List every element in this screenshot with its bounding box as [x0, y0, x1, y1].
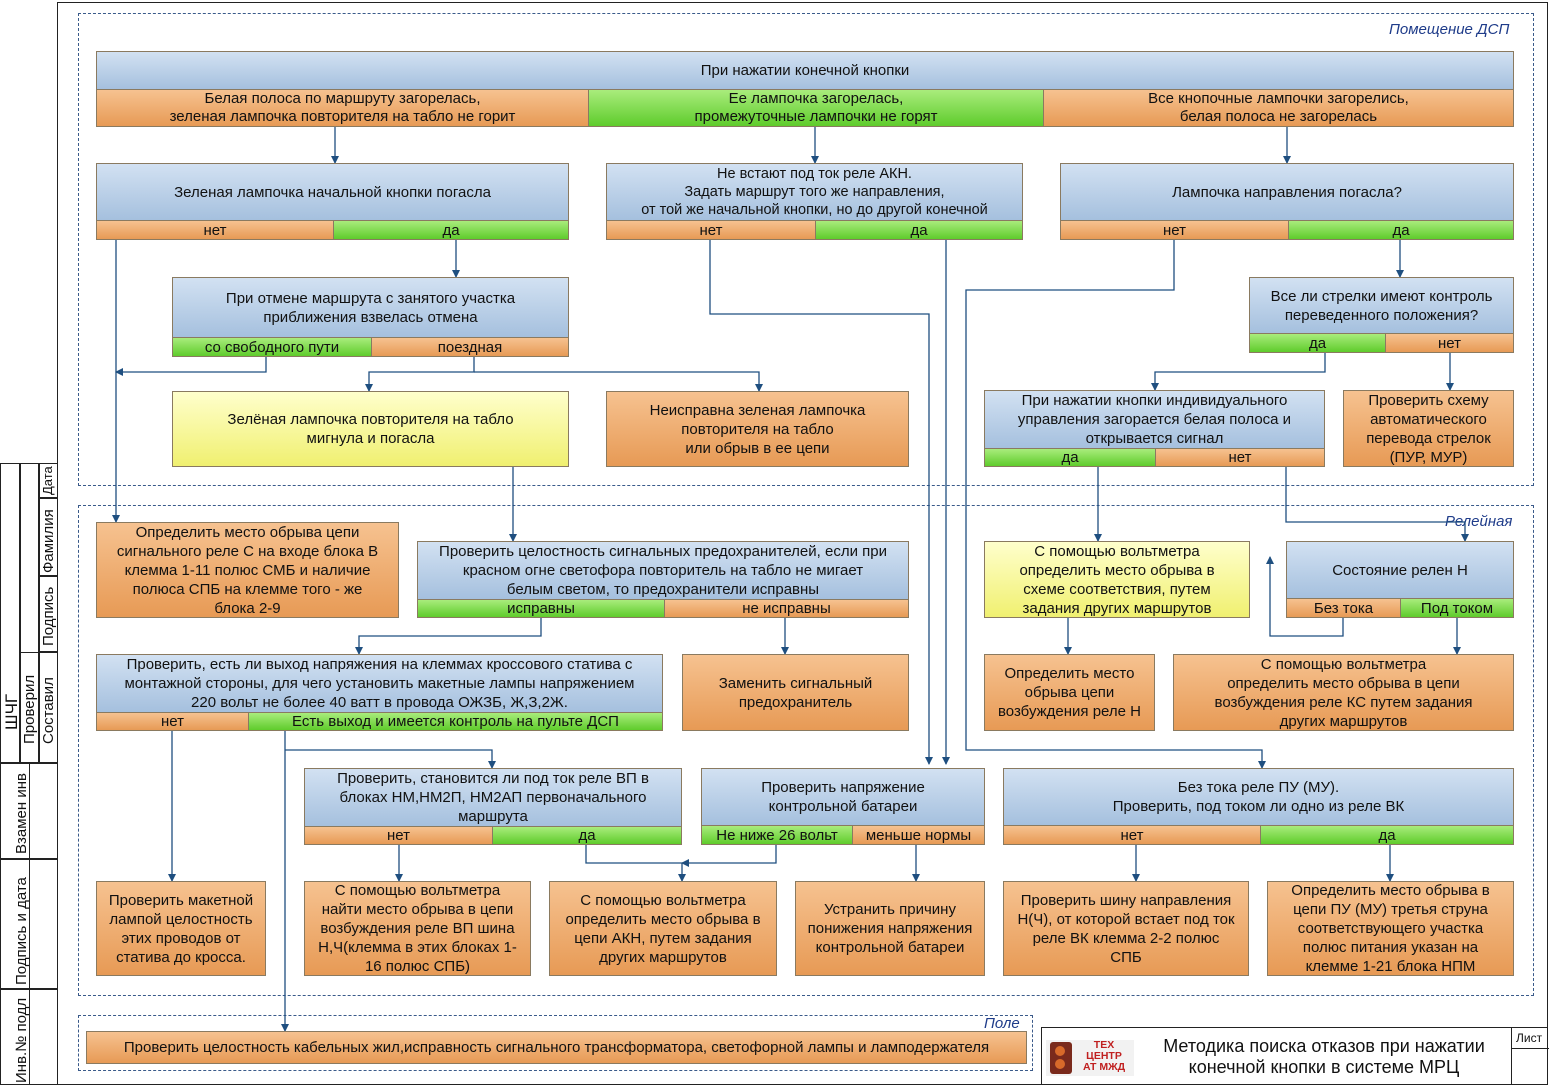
node-pu-relay: Без тока реле ПУ (МУ). Проверить, под то… — [1003, 768, 1514, 845]
opt-fuses-ok: исправны — [418, 599, 664, 617]
box-maket-lamp: Проверить макетной лампой целостность эт… — [96, 881, 266, 976]
box-replace-fuse: Заменить сигнальный предохранитель — [682, 654, 909, 731]
logo: ТЕХ ЦЕНТР АТ МЖД — [1046, 1040, 1134, 1076]
box-direction-bus: Проверить шину направления Н(Ч), от кото… — [1003, 881, 1249, 976]
node-final-button-title: При нажатии конечной кнопки — [97, 52, 1513, 89]
opt-no: нет — [97, 220, 333, 239]
node-route-cancel: При отмене маршрута с занятого участка п… — [172, 277, 569, 357]
sheet-label: Лист — [1516, 1031, 1543, 1045]
node-start-lamp-q: Зеленая лампочка начальной кнопки погасл… — [97, 164, 568, 220]
node-pu-relay-q: Без тока реле ПУ (МУ). Проверить, под то… — [1004, 769, 1513, 825]
box-relay-h-break: Определить место обрыва цепи возбуждения… — [984, 654, 1155, 731]
node-route-cancel-q: При отмене маршрута с занятого участка п… — [173, 278, 568, 337]
opt-no: нет — [607, 220, 815, 239]
box-auto-switch: Проверить схему автоматического перевода… — [1343, 390, 1514, 467]
opt-yes: да — [815, 220, 1022, 239]
node-battery-q: Проверить напряжение контрольной батареи — [702, 769, 984, 825]
node-start-lamp: Зеленая лампочка начальной кнопки погасл… — [96, 163, 569, 240]
opt-current: Под током — [1400, 598, 1513, 617]
zone-dsp — [78, 13, 1534, 486]
node-switches-q: Все ли стрелки имеют контроль переведенн… — [1250, 278, 1513, 333]
opt-white-strip: Белая полоса по маршруту загорелась, зел… — [97, 89, 588, 126]
opt-no: нет — [1004, 825, 1260, 844]
opt-train: поездная — [371, 337, 568, 356]
opt-its-lamp: Ее лампочка загорелась, промежуточные ла… — [588, 89, 1043, 126]
opt-yes: да — [1288, 220, 1513, 239]
opt-below-norm: меньше нормы — [852, 825, 984, 844]
node-akn-q: Не встают под ток реле АКН. Задать маршр… — [607, 164, 1022, 220]
node-direction-lamp: Лампочка направления погасла? нет да — [1060, 163, 1514, 240]
box-green-blinked: Зелёная лампочка повторителя на табло ми… — [172, 391, 569, 467]
node-vp-relay-q: Проверить, становится ли под ток реле ВП… — [305, 769, 681, 826]
node-cross-voltage-q: Проверить, есть ли выход напряжения на к… — [97, 655, 662, 712]
opt-no: нет — [1385, 333, 1513, 352]
opt-fuses-bad: не исправны — [664, 599, 908, 617]
opt-all-lamps: Все кнопочные лампочки загорелись, белая… — [1043, 89, 1513, 126]
box-field-check: Проверить целостность кабельных жил,испр… — [86, 1031, 1027, 1064]
box-vp-break: С помощью вольтметра найти место обрыва … — [304, 881, 531, 976]
zone-relay — [78, 505, 1534, 996]
opt-yes: да — [985, 448, 1155, 466]
opt-yes: да — [492, 826, 681, 844]
opt-no: нет — [1155, 448, 1324, 466]
node-vp-relay: Проверить, становится ли под ток реле ВП… — [304, 768, 682, 845]
opt-output-present: Есть выход и имеется контроль на пульте … — [248, 712, 662, 730]
logo-text: ТЕХ ЦЕНТР АТ МЖД — [1082, 1039, 1126, 1073]
box-signal-relay-break: Определить место обрыва цепи сигнального… — [96, 522, 399, 618]
node-direction-lamp-q: Лампочка направления погасла? — [1061, 164, 1513, 220]
node-final-button: При нажатии конечной кнопки Белая полоса… — [96, 51, 1514, 127]
node-akn: Не встают под ток реле АКН. Задать маршр… — [606, 163, 1023, 240]
box-faulty-lamp: Неисправна зеленая лампочка повторителя … — [606, 391, 909, 467]
title-block: ТЕХ ЦЕНТР АТ МЖД Методика поиска отказов… — [1041, 1027, 1549, 1085]
zone-field — [78, 1015, 1033, 1071]
node-battery: Проверить напряжение контрольной батареи… — [701, 768, 985, 845]
opt-yes: да — [1260, 825, 1513, 844]
node-relay-h: Состояние релен Н Без тока Под током — [1286, 541, 1514, 618]
opt-no-current: Без тока — [1287, 598, 1400, 617]
opt-yes: да — [1250, 333, 1385, 352]
zone-dsp-label: Помещение ДСП — [1389, 21, 1510, 38]
box-voltmeter-correspondence: С помощью вольтметра определить место об… — [984, 541, 1250, 618]
box-pu-break: Определить место обрыва в цепи ПУ (МУ) т… — [1267, 881, 1514, 976]
node-individual-button: При нажатии кнопки индивидуального управ… — [984, 390, 1325, 467]
node-relay-h-q: Состояние релен Н — [1287, 542, 1513, 598]
opt-free-track: со свободного пути — [173, 337, 371, 356]
box-ks-break: С помощью вольтметра определить место об… — [1173, 654, 1514, 731]
node-individual-button-q: При нажатии кнопки индивидуального управ… — [985, 391, 1324, 448]
opt-no: нет — [97, 712, 248, 730]
doc-title: Методика поиска отказов при нажатии коне… — [1163, 1036, 1485, 1077]
node-fuses-q: Проверить целостность сигнальных предохр… — [418, 542, 908, 599]
opt-yes: да — [333, 220, 568, 239]
box-akn-break: С помощью вольтметра определить место об… — [549, 881, 777, 976]
opt-no: нет — [305, 826, 492, 844]
node-fuses: Проверить целостность сигнальных предохр… — [417, 541, 909, 618]
box-battery-fix: Устранить причину понижения напряжения к… — [795, 881, 985, 976]
node-switches: Все ли стрелки имеют контроль переведенн… — [1249, 277, 1514, 353]
zone-field-label: Поле — [984, 1015, 1020, 1032]
opt-no: нет — [1061, 220, 1288, 239]
node-cross-voltage: Проверить, есть ли выход напряжения на к… — [96, 654, 663, 731]
opt-not-below-26: Не ниже 26 вольт — [702, 825, 852, 844]
zone-relay-label: Релейная — [1445, 513, 1513, 530]
